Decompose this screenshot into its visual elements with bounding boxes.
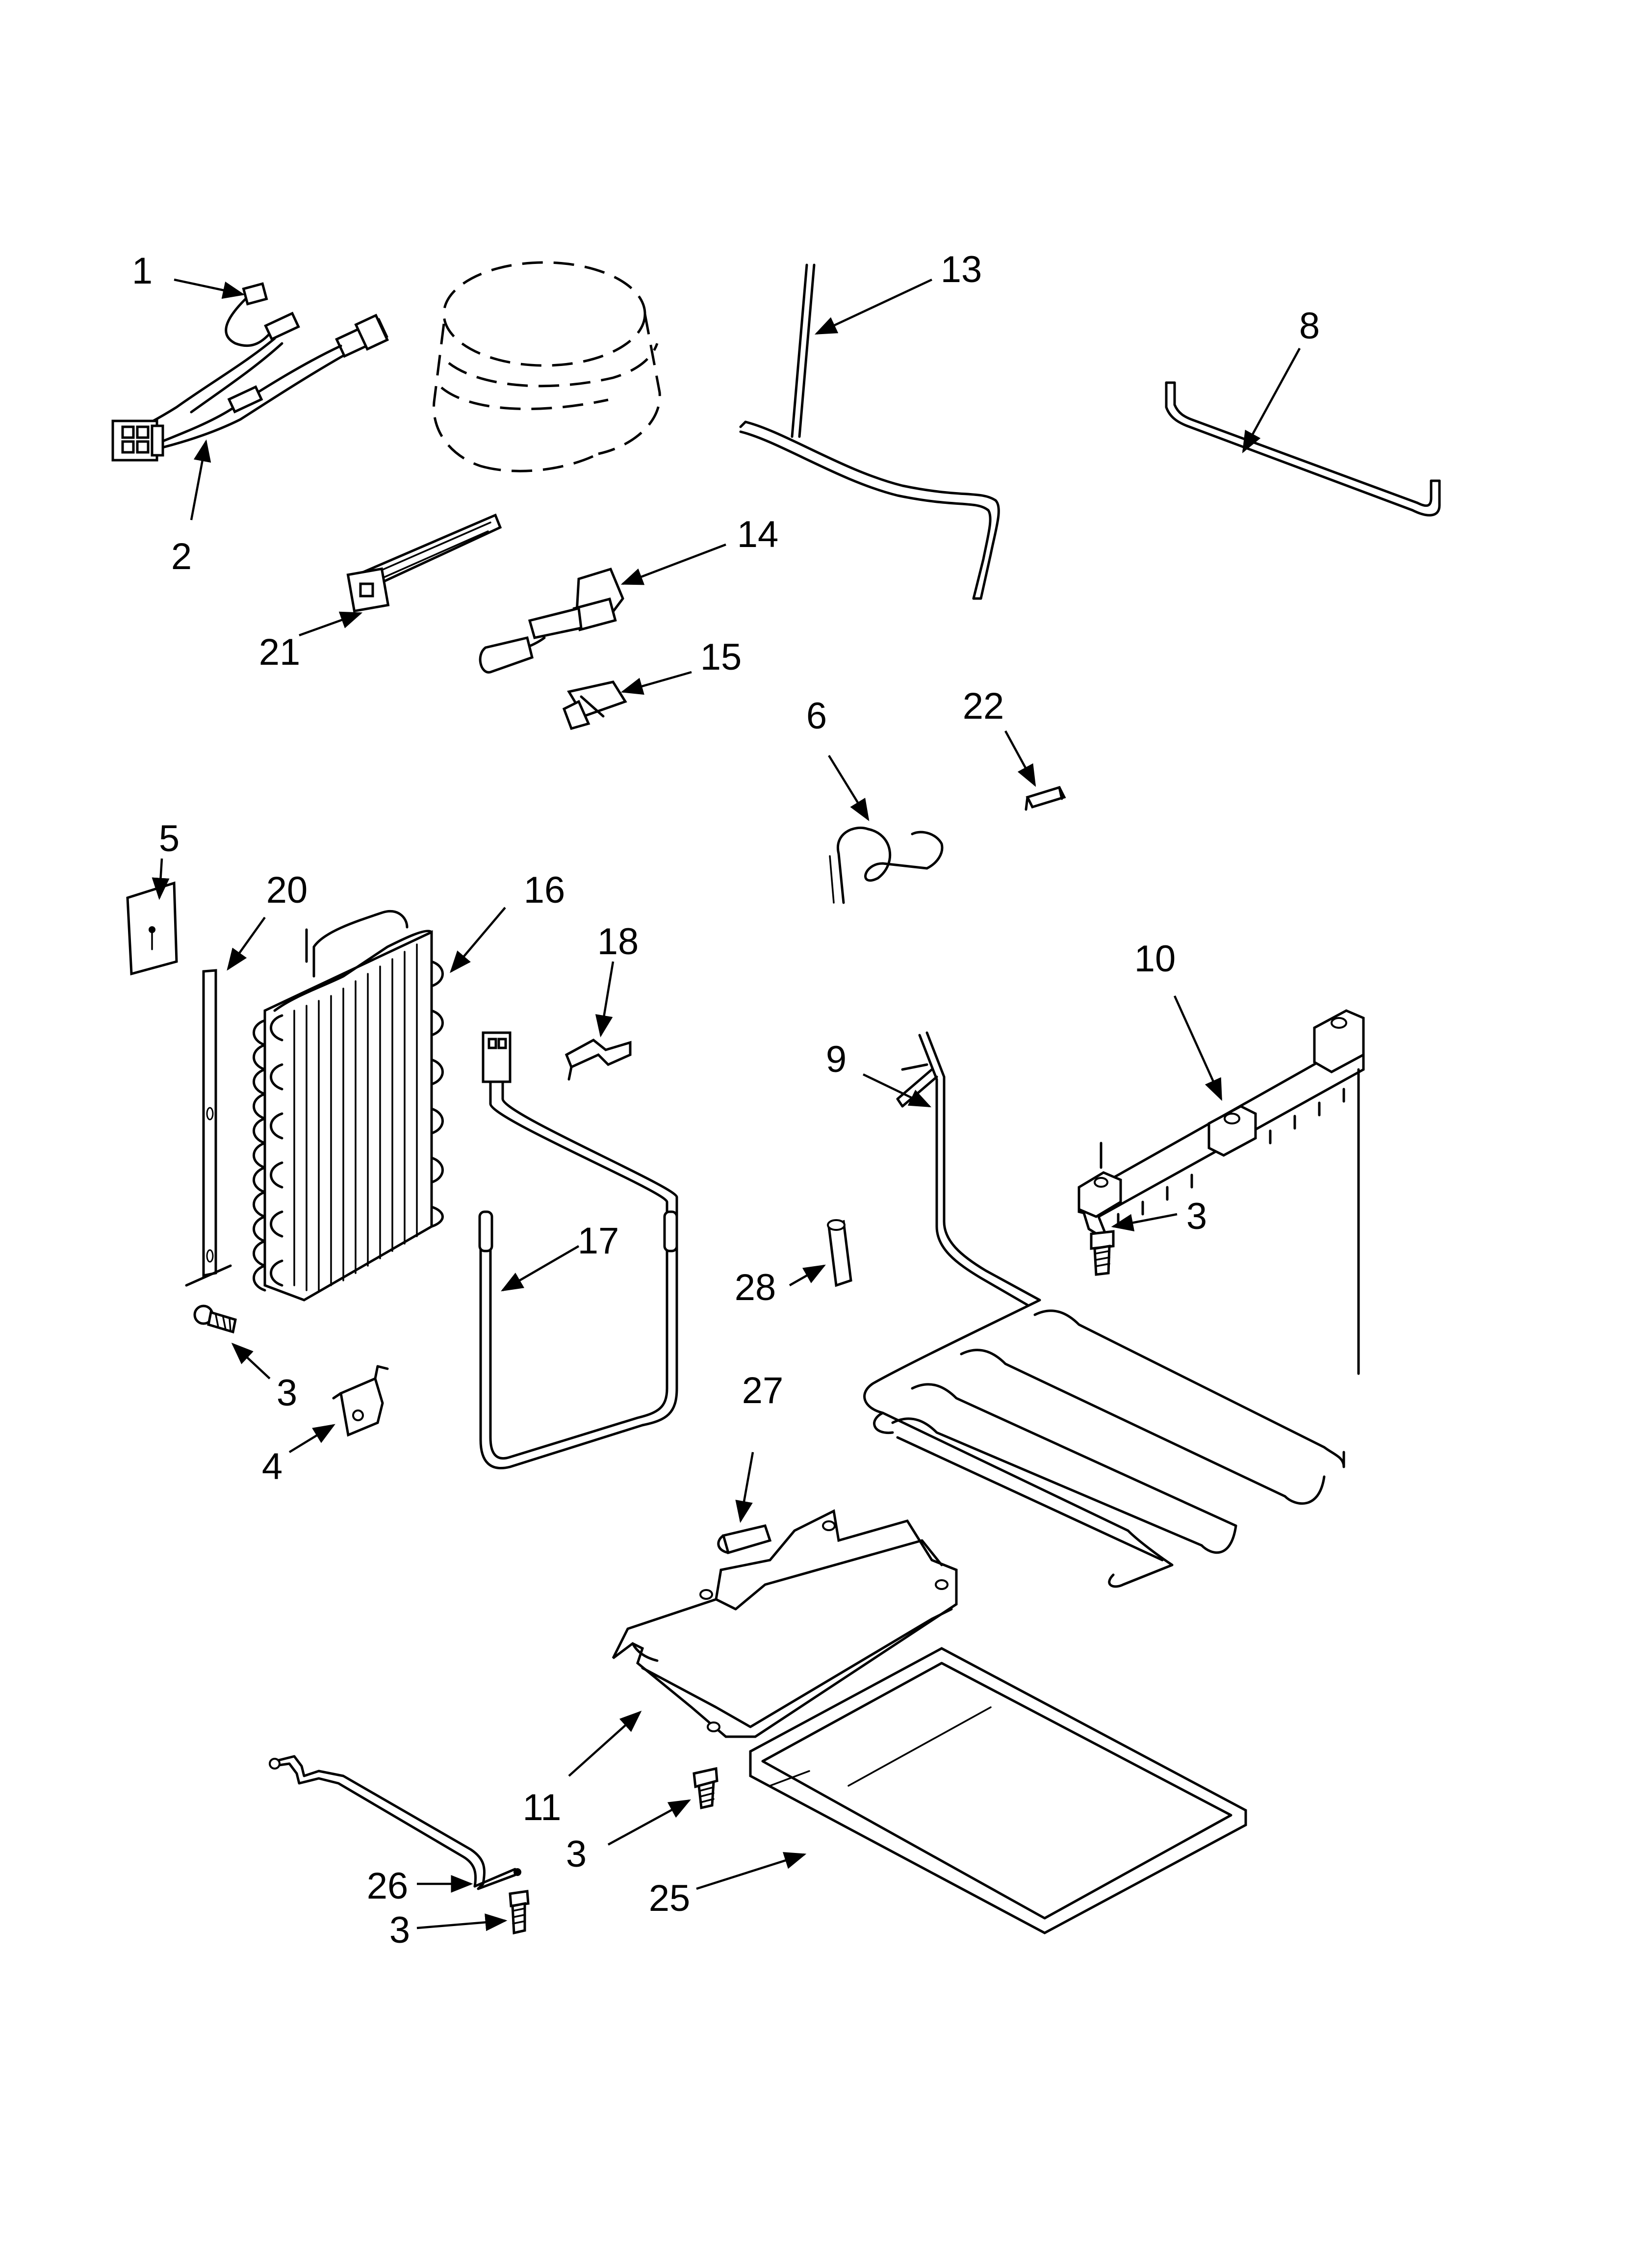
- heater-17-part: [478, 1031, 678, 1470]
- evaporator-coil-bends: [253, 960, 444, 1292]
- callout-2: 2: [171, 536, 192, 577]
- leader-3b: [1111, 1213, 1178, 1232]
- callout-16: 16: [524, 869, 565, 911]
- callout-27: 27: [742, 1370, 784, 1411]
- callout-26: 26: [367, 1865, 409, 1907]
- callout-6: 6: [806, 695, 827, 737]
- clip-27-part: [717, 1524, 772, 1555]
- bracket-11-part: [612, 1509, 958, 1738]
- callout-25: 25: [649, 1877, 691, 1919]
- screw-3d-part: [509, 1890, 530, 1935]
- leader-1: [174, 278, 245, 299]
- bracket-4-part: [332, 1365, 389, 1437]
- screw-3b-part: [1090, 1230, 1115, 1276]
- tube-6-part: [829, 826, 944, 904]
- evaporator-part: [253, 910, 444, 1302]
- callout-13: 13: [941, 249, 982, 290]
- heater-9-serpentine: [873, 1309, 1345, 1588]
- leader-10: [1173, 995, 1223, 1101]
- callout-3a: 3: [277, 1372, 297, 1414]
- leader-25: [696, 1852, 807, 1890]
- tube-8-part: [1165, 381, 1441, 517]
- leader-13: [814, 278, 932, 335]
- callout-14: 14: [737, 514, 779, 555]
- leader-27: [735, 1452, 754, 1523]
- leader-3c: [607, 1799, 691, 1846]
- leader-22: [1004, 730, 1036, 787]
- leader-3d: [416, 1913, 508, 1931]
- leader-20: [227, 916, 266, 971]
- leader-6: [828, 755, 870, 821]
- leader-2: [190, 439, 211, 521]
- leader-8: [1242, 347, 1301, 453]
- rod-26-part: [269, 1755, 521, 1890]
- callout-20: 20: [266, 869, 308, 911]
- callout-22: 22: [963, 685, 1004, 727]
- strip-20-part: [185, 969, 232, 1287]
- drain-pan-part: [749, 1647, 1247, 1934]
- cable-tie-part: [346, 513, 502, 613]
- bracket-10-part: [1078, 1009, 1365, 1375]
- callout-4: 4: [262, 1446, 282, 1487]
- callout-1: 1: [132, 250, 153, 292]
- callout-21: 21: [259, 631, 301, 673]
- callout-3b: 3: [1186, 1196, 1207, 1237]
- callout-8: 8: [1299, 305, 1320, 347]
- leader-9: [863, 1073, 932, 1108]
- tube-28-part: [827, 1219, 852, 1287]
- wire-harness-part: [111, 282, 389, 462]
- callout-10: 10: [1134, 938, 1176, 980]
- leader-4: [288, 1424, 335, 1453]
- leader-11: [568, 1710, 642, 1777]
- callout-3c: 3: [566, 1833, 587, 1875]
- leader-14: [620, 543, 726, 585]
- leader-18: [595, 961, 615, 1038]
- leader-16: [450, 907, 506, 973]
- tube-13-part: [739, 263, 1000, 600]
- callout-labels: 1 2 21 14 15 13 8 6 22 5 20 16 18 17 3 4…: [132, 249, 1320, 1951]
- compressor-outline: [433, 261, 661, 472]
- callout-5: 5: [159, 818, 180, 860]
- callout-11: 11: [523, 1787, 562, 1828]
- thermistor-part: [479, 567, 624, 674]
- evaporator-fins: [293, 943, 418, 1291]
- callout-18: 18: [597, 921, 639, 963]
- clip-part: [562, 680, 627, 730]
- heater-9-part: [863, 1031, 1345, 1588]
- callout-9: 9: [826, 1039, 847, 1080]
- callout-17: 17: [578, 1220, 619, 1262]
- leader-17: [501, 1245, 580, 1292]
- screw-3a-part: [193, 1304, 237, 1334]
- callout-3d: 3: [389, 1909, 410, 1951]
- bracket-18-part: [564, 1039, 632, 1081]
- clip-22-part: [1025, 785, 1066, 811]
- leader-28: [789, 1264, 826, 1286]
- leader-5: [152, 858, 170, 900]
- plate-5-part: [126, 881, 178, 976]
- screw-3c-part: [693, 1767, 718, 1810]
- leader-3a: [231, 1342, 271, 1380]
- callout-28: 28: [735, 1267, 776, 1308]
- leader-15: [620, 671, 692, 695]
- leader-21: [299, 611, 363, 637]
- leader-lines: [152, 278, 1301, 1931]
- callout-15: 15: [700, 636, 742, 678]
